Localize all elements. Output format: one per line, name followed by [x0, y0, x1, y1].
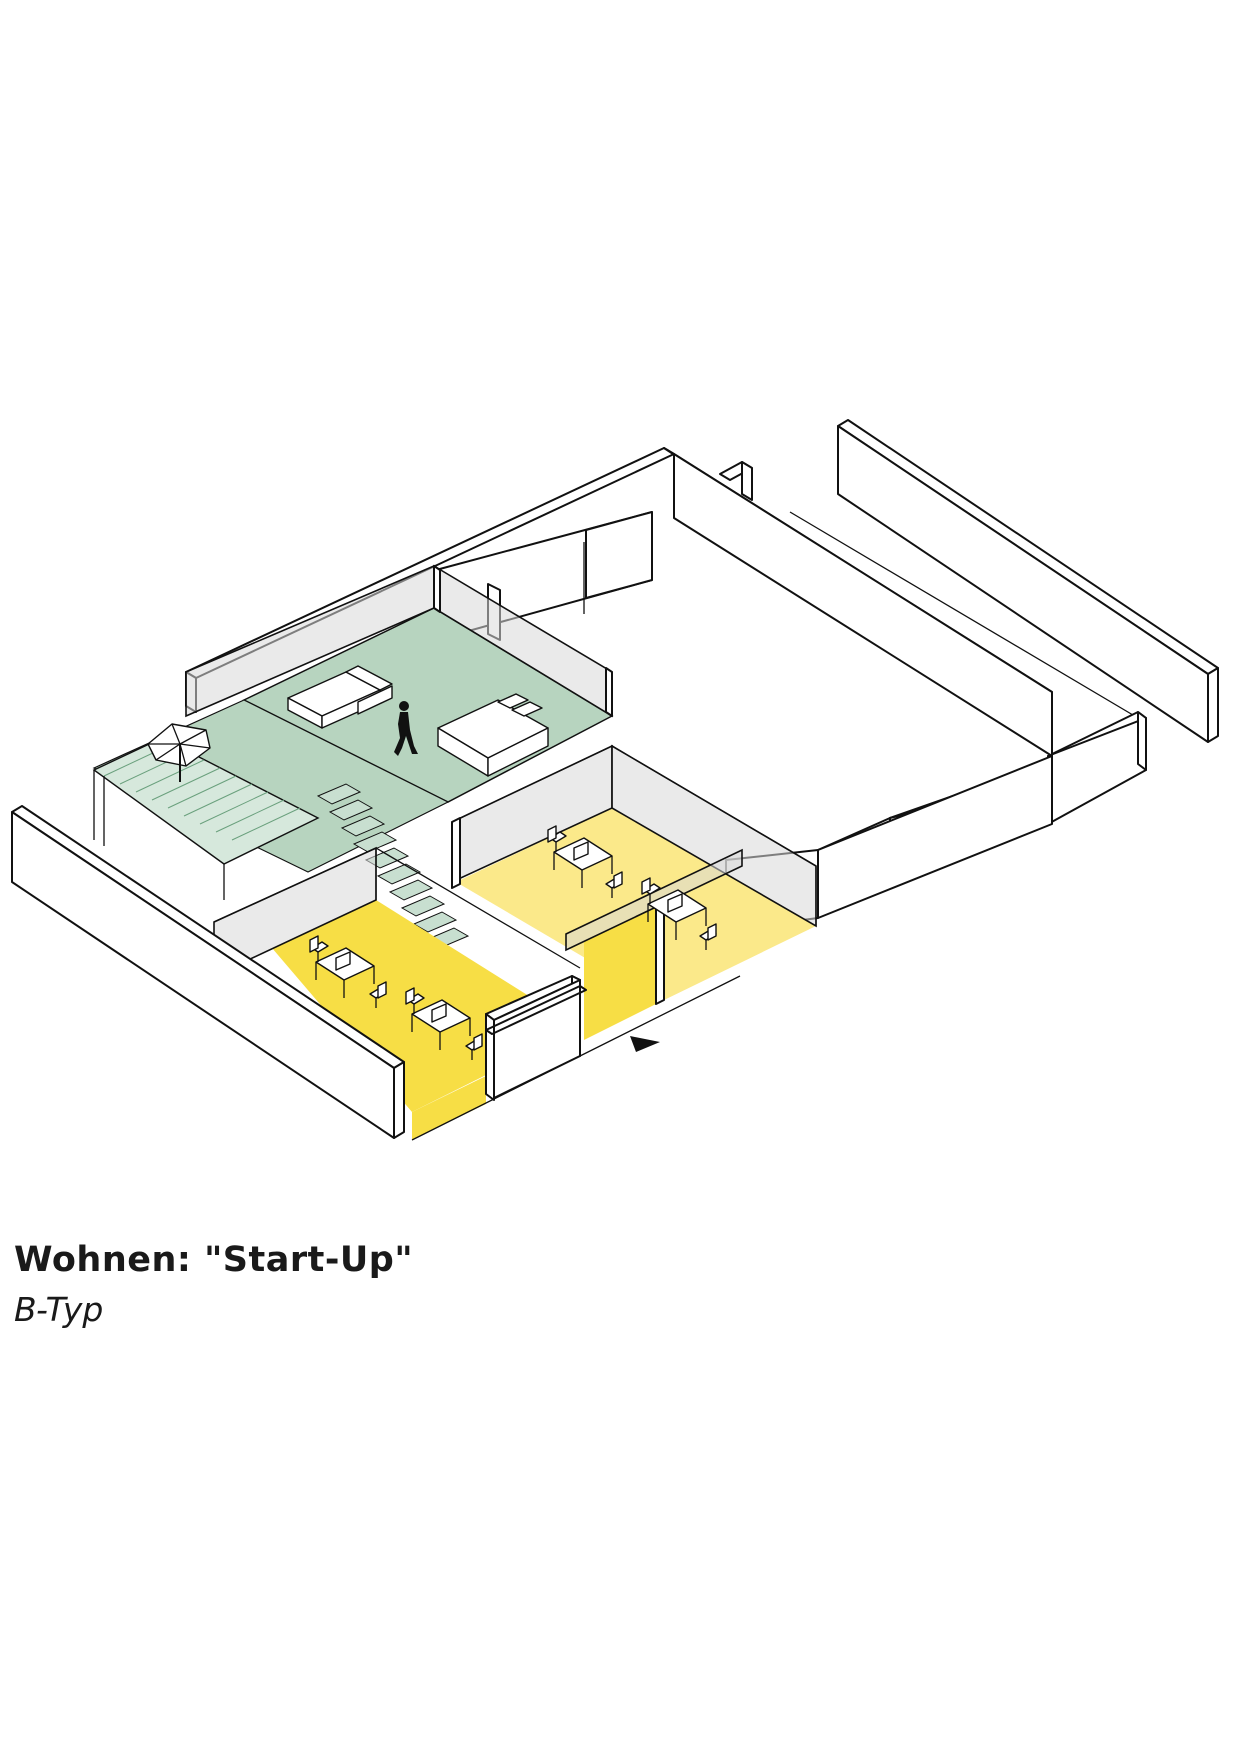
desk-icon [315, 947, 375, 998]
walking-person-icon [394, 701, 418, 756]
office-chair-icon [699, 923, 717, 950]
office-chair-icon [605, 871, 623, 898]
office-chair-icon [405, 987, 425, 1014]
desk-icon [411, 999, 471, 1050]
desk-group-upper-1 [547, 825, 623, 898]
caption-subtitle: B-Typ [14, 1290, 104, 1329]
desk-icon [647, 889, 707, 940]
sun-umbrella-icon [147, 723, 211, 782]
desk-group-lower-2 [405, 987, 483, 1060]
front-middle-wall [411, 975, 741, 1141]
right-outer-wall [837, 419, 1219, 743]
entrance-arrow-icon [630, 1036, 660, 1052]
sofa-icon [287, 665, 393, 729]
desk-group-lower-1 [309, 935, 387, 1008]
front-right-wall-stub [485, 985, 587, 1035]
office-chair-icon [369, 981, 387, 1008]
desk-group-upper-2 [641, 877, 717, 950]
caption-title: Wohnen: "Start-Up" [14, 1240, 414, 1280]
office-chair-icon [465, 1033, 483, 1060]
caption: Wohnen: "Start-Up" B-Typ [14, 1238, 914, 1332]
front-left-wall [11, 805, 405, 1139]
workspace-upper [451, 744, 817, 1040]
bed-icon [437, 693, 549, 777]
back-room-walls [719, 461, 1139, 719]
desk-icon [553, 837, 613, 888]
office-chair-icon [309, 935, 329, 962]
office-chair-icon [641, 877, 661, 904]
office-chair-icon [547, 825, 567, 852]
